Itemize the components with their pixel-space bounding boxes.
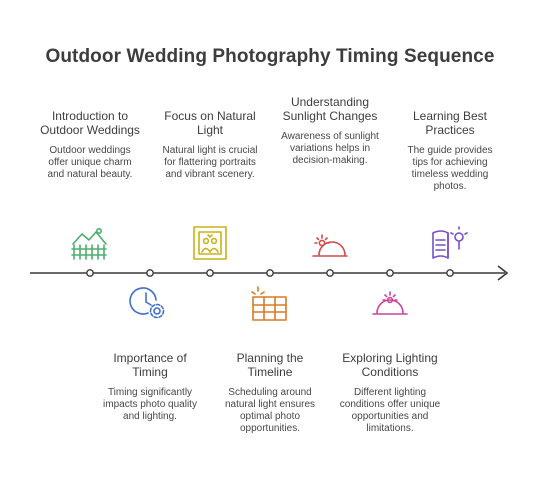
step-heading: Importance of Timing xyxy=(113,351,187,379)
step-card-best-practices: Learning Best Practices The guide provid… xyxy=(400,109,500,193)
step-card-planning-timeline: Planning the Timeline Scheduling around … xyxy=(218,351,322,435)
timeline-node-3 xyxy=(206,269,214,277)
timeline-node-2 xyxy=(146,269,154,277)
timeline-node-4 xyxy=(266,269,274,277)
step-description: Outdoor weddings offer unique charm and … xyxy=(47,145,133,180)
step-card-importance-of-timing: Importance of Timing Timing significantl… xyxy=(98,351,202,423)
step-description: Timing significantly impacts photo quali… xyxy=(103,387,197,422)
step-heading: Planning the Timeline xyxy=(236,351,304,379)
timeline-node-1 xyxy=(86,269,94,277)
timeline-arrowhead xyxy=(497,265,509,281)
step-heading: Learning Best Practices xyxy=(412,109,488,137)
timeline-node-7 xyxy=(446,269,454,277)
step-heading: Understanding Sunlight Changes xyxy=(282,95,378,123)
timeline-node-5 xyxy=(326,269,334,277)
timeline-node-6 xyxy=(386,269,394,277)
step-description: Natural light is crucial for flattering … xyxy=(162,145,258,180)
step-card-natural-light: Focus on Natural Light Natural light is … xyxy=(160,109,260,181)
clock-gear-icon xyxy=(129,287,165,319)
step-description: The guide provides tips for achieving ti… xyxy=(407,145,493,192)
step-heading: Focus on Natural Light xyxy=(164,109,256,137)
step-description: Scheduling around natural light ensures … xyxy=(224,387,316,434)
step-card-introduction: Introduction to Outdoor Weddings Outdoor… xyxy=(40,109,140,181)
step-heading: Exploring Lighting Conditions xyxy=(342,351,438,379)
step-description: Awareness of sunlight variations helps i… xyxy=(281,131,379,166)
step-card-lighting-conditions: Exploring Lighting Conditions Different … xyxy=(338,351,442,435)
page-title: Outdoor Wedding Photography Timing Seque… xyxy=(45,46,495,67)
photo-frame-icon xyxy=(193,226,227,260)
step-description: Different lighting conditions offer uniq… xyxy=(339,387,441,434)
step-card-sunlight-changes: Understanding Sunlight Changes Awareness… xyxy=(280,95,380,167)
sunset-icon xyxy=(312,234,348,257)
sun-calendar-icon xyxy=(251,286,287,321)
sunrise-icon xyxy=(372,291,408,315)
book-bulb-icon xyxy=(432,226,468,259)
landscape-fence-icon xyxy=(71,228,107,260)
step-heading: Introduction to Outdoor Weddings xyxy=(40,109,140,137)
